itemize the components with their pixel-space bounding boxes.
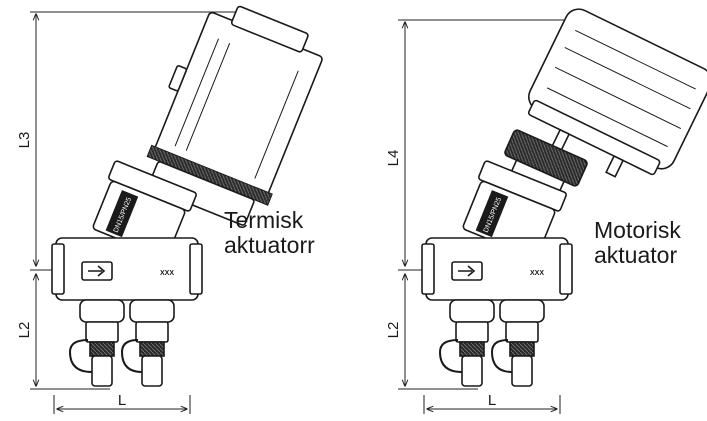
left-dim-label-l: L: [118, 392, 126, 409]
left-dimension-lines: [30, 11, 240, 414]
right-valve-body: [421, 237, 573, 301]
left-valve-body: [51, 237, 203, 301]
right-caption: Motorisk aktuator: [594, 218, 681, 268]
thermal-actuator: [146, 5, 323, 226]
right-drawing: L4 L2 L DN15/PN25: [385, 8, 707, 414]
left-test-nipples: [68, 299, 175, 387]
left-caption-line1: Termisk: [224, 207, 304, 233]
right-caption-line2: aktuator: [594, 242, 678, 268]
right-dim-label-l: L: [488, 392, 496, 409]
right-caption-line1: Motorisk: [594, 217, 681, 243]
left-dim-label-l3: L3: [16, 132, 33, 149]
left-body-code: XXX: [160, 270, 174, 277]
right-body-code: XXX: [530, 270, 544, 277]
left-drawing: L3 L2 L DN15/PN25 XXX: [16, 5, 323, 414]
left-dim-label-l2: L2: [16, 322, 33, 339]
right-dim-label-l2: L2: [385, 322, 402, 339]
left-caption: Termisk aktuatorr: [224, 208, 315, 258]
right-test-nipples: [438, 299, 545, 387]
left-caption-line2: aktuatorr: [224, 232, 315, 258]
motor-actuator: [527, 8, 707, 178]
right-dim-label-l4: L4: [385, 150, 402, 167]
